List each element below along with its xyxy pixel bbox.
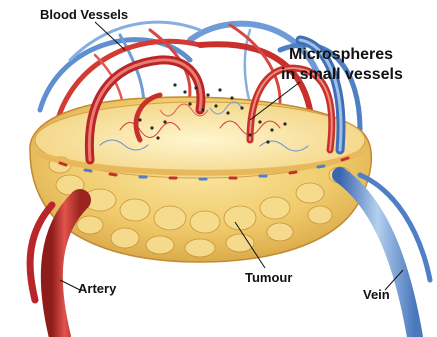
tumour-cell (111, 228, 139, 248)
tumour-cell (296, 183, 324, 203)
microsphere (214, 104, 217, 107)
vessel-mark (85, 170, 91, 171)
microsphere (240, 106, 243, 109)
vessel-mark (60, 163, 66, 165)
vessel-mark (110, 174, 116, 175)
tumour-cell (267, 223, 293, 241)
microsphere (283, 122, 286, 125)
microsphere (230, 96, 233, 99)
microsphere (270, 128, 273, 131)
microsphere (226, 111, 229, 114)
vessel-mark (318, 166, 324, 167)
microsphere (206, 93, 209, 96)
tumour-cell (308, 206, 332, 224)
tumour-cell (120, 199, 150, 221)
microsphere (150, 126, 153, 129)
tumour-cell (185, 239, 215, 257)
microsphere (266, 140, 269, 143)
microsphere (194, 86, 197, 89)
label-tumour: Tumour (245, 270, 292, 285)
microsphere (258, 120, 261, 123)
microsphere (183, 90, 186, 93)
tumour-body (30, 97, 371, 262)
tumour-cell (260, 197, 290, 219)
tumour-cell (190, 211, 220, 233)
label-vein: Vein (363, 287, 390, 302)
microsphere (163, 120, 166, 123)
microsphere (248, 133, 251, 136)
vessel-mark (342, 158, 348, 160)
label-blood-vessels: Blood Vessels (40, 7, 128, 22)
tumour-cell (77, 216, 103, 234)
artery (30, 200, 80, 337)
microsphere (173, 83, 176, 86)
microsphere (188, 102, 191, 105)
tumour-cell (146, 236, 174, 254)
microsphere (156, 136, 159, 139)
label-microspheres: Microspheres (289, 46, 393, 63)
label-artery: Artery (78, 281, 117, 296)
tumour-cell (224, 206, 256, 230)
microsphere (218, 88, 221, 91)
vessel-mark (290, 172, 296, 173)
tumour-cell (154, 206, 186, 230)
artery-trunk (52, 200, 80, 337)
tumour-cell (226, 234, 254, 252)
label-microspheres-line2: in small vessels (281, 66, 403, 83)
microsphere (138, 118, 141, 121)
microsphere (201, 108, 204, 111)
